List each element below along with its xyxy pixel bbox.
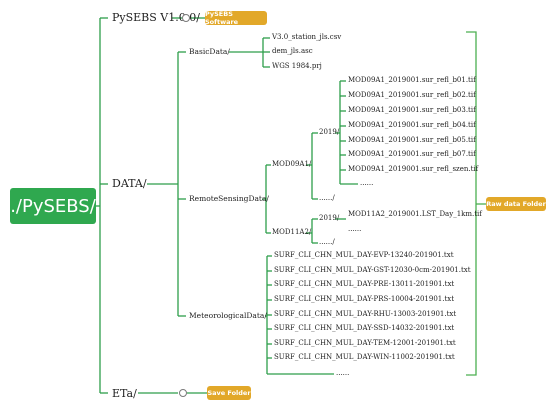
tag-raw-data-folder: Raw data Folder bbox=[486, 197, 546, 211]
file-mod11-more: ...... bbox=[348, 225, 362, 233]
file-mod09-b04: MOD09A1_2019001.sur_refl_b04.tif bbox=[348, 121, 476, 129]
node-mod11a2: MOD11A2/ bbox=[272, 228, 312, 236]
node-mod11-2019: 2019/ bbox=[319, 214, 340, 222]
file-meteo-prs: SURF_CLI_CHN_MUL_DAY-PRS-10004-201901.tx… bbox=[274, 295, 455, 303]
node-basic-data: BasicData/ bbox=[189, 47, 230, 56]
file-station-csv: V3.0_station_jls.csv bbox=[272, 33, 342, 41]
node-mod09-more: ....../ bbox=[319, 194, 335, 202]
file-mod09-b02: MOD09A1_2019001.sur_refl_b02.tif bbox=[348, 91, 476, 99]
file-mod09-more: ...... bbox=[360, 179, 374, 187]
root-node: ./PySEBS/ bbox=[10, 188, 96, 224]
node-pysebs-version: PySEBS V1.0.0/ bbox=[112, 11, 200, 24]
file-mod09-b01: MOD09A1_2019001.sur_refl_b01.tif bbox=[348, 76, 476, 84]
file-meteo-gst: SURF_CLI_CHN_MUL_DAY-GST-12030-0cm-20190… bbox=[274, 266, 471, 274]
node-remote-sensing-data: RemoteSensingData/ bbox=[189, 194, 269, 203]
file-meteo-rhu: SURF_CLI_CHN_MUL_DAY-RHU-13003-201901.tx… bbox=[274, 310, 457, 318]
tag-pysebs-software: PySEBS Software bbox=[205, 10, 267, 26]
collapse-circle-icon[interactable] bbox=[179, 389, 187, 397]
file-wgs-prj: WGS 1984.prj bbox=[272, 62, 322, 70]
file-meteo-evp: SURF_CLI_CHN_MUL_DAY-EVP-13240-201901.tx… bbox=[274, 251, 454, 259]
expand-circle-icon[interactable] bbox=[182, 14, 190, 22]
file-dem-asc: dem_jls.asc bbox=[272, 47, 313, 55]
file-mod09-b05: MOD09A1_2019001.sur_refl_b05.tif bbox=[348, 136, 476, 144]
node-mod11-more: ....../ bbox=[319, 238, 335, 246]
node-mod09-2019: 2019/ bbox=[319, 128, 340, 136]
file-meteo-pre: SURF_CLI_CHN_MUL_DAY-PRE-13011-201901.tx… bbox=[274, 280, 455, 288]
node-mod09a1: MOD09A1/ bbox=[272, 160, 312, 168]
file-meteo-tem: SURF_CLI_CHN_MUL_DAY-TEM-12001-201901.tx… bbox=[274, 339, 456, 347]
file-meteo-ssd: SURF_CLI_CHN_MUL_DAY-SSD-14032-201901.tx… bbox=[274, 324, 455, 332]
file-mod09-szen: MOD09A1_2019001.sur_refl_szen.tif bbox=[348, 165, 479, 173]
file-mod09-b03: MOD09A1_2019001.sur_refl_b03.tif bbox=[348, 106, 476, 114]
node-data: DATA/ bbox=[112, 177, 147, 190]
file-meteo-win: SURF_CLI_CHN_MUL_DAY-WIN-11002-201901.tx… bbox=[274, 353, 455, 361]
file-meteo-more: ...... bbox=[336, 369, 350, 377]
node-meteorological-data: MeteorologicalData/ bbox=[189, 311, 267, 320]
file-mod09-b07: MOD09A1_2019001.sur_refl_b07.tif bbox=[348, 150, 476, 158]
tag-save-folder: Save Folder bbox=[207, 386, 251, 400]
node-eta: ETa/ bbox=[112, 387, 137, 400]
file-mod11-lst: MOD11A2_2019001.LST_Day_1km.tif bbox=[348, 210, 482, 218]
